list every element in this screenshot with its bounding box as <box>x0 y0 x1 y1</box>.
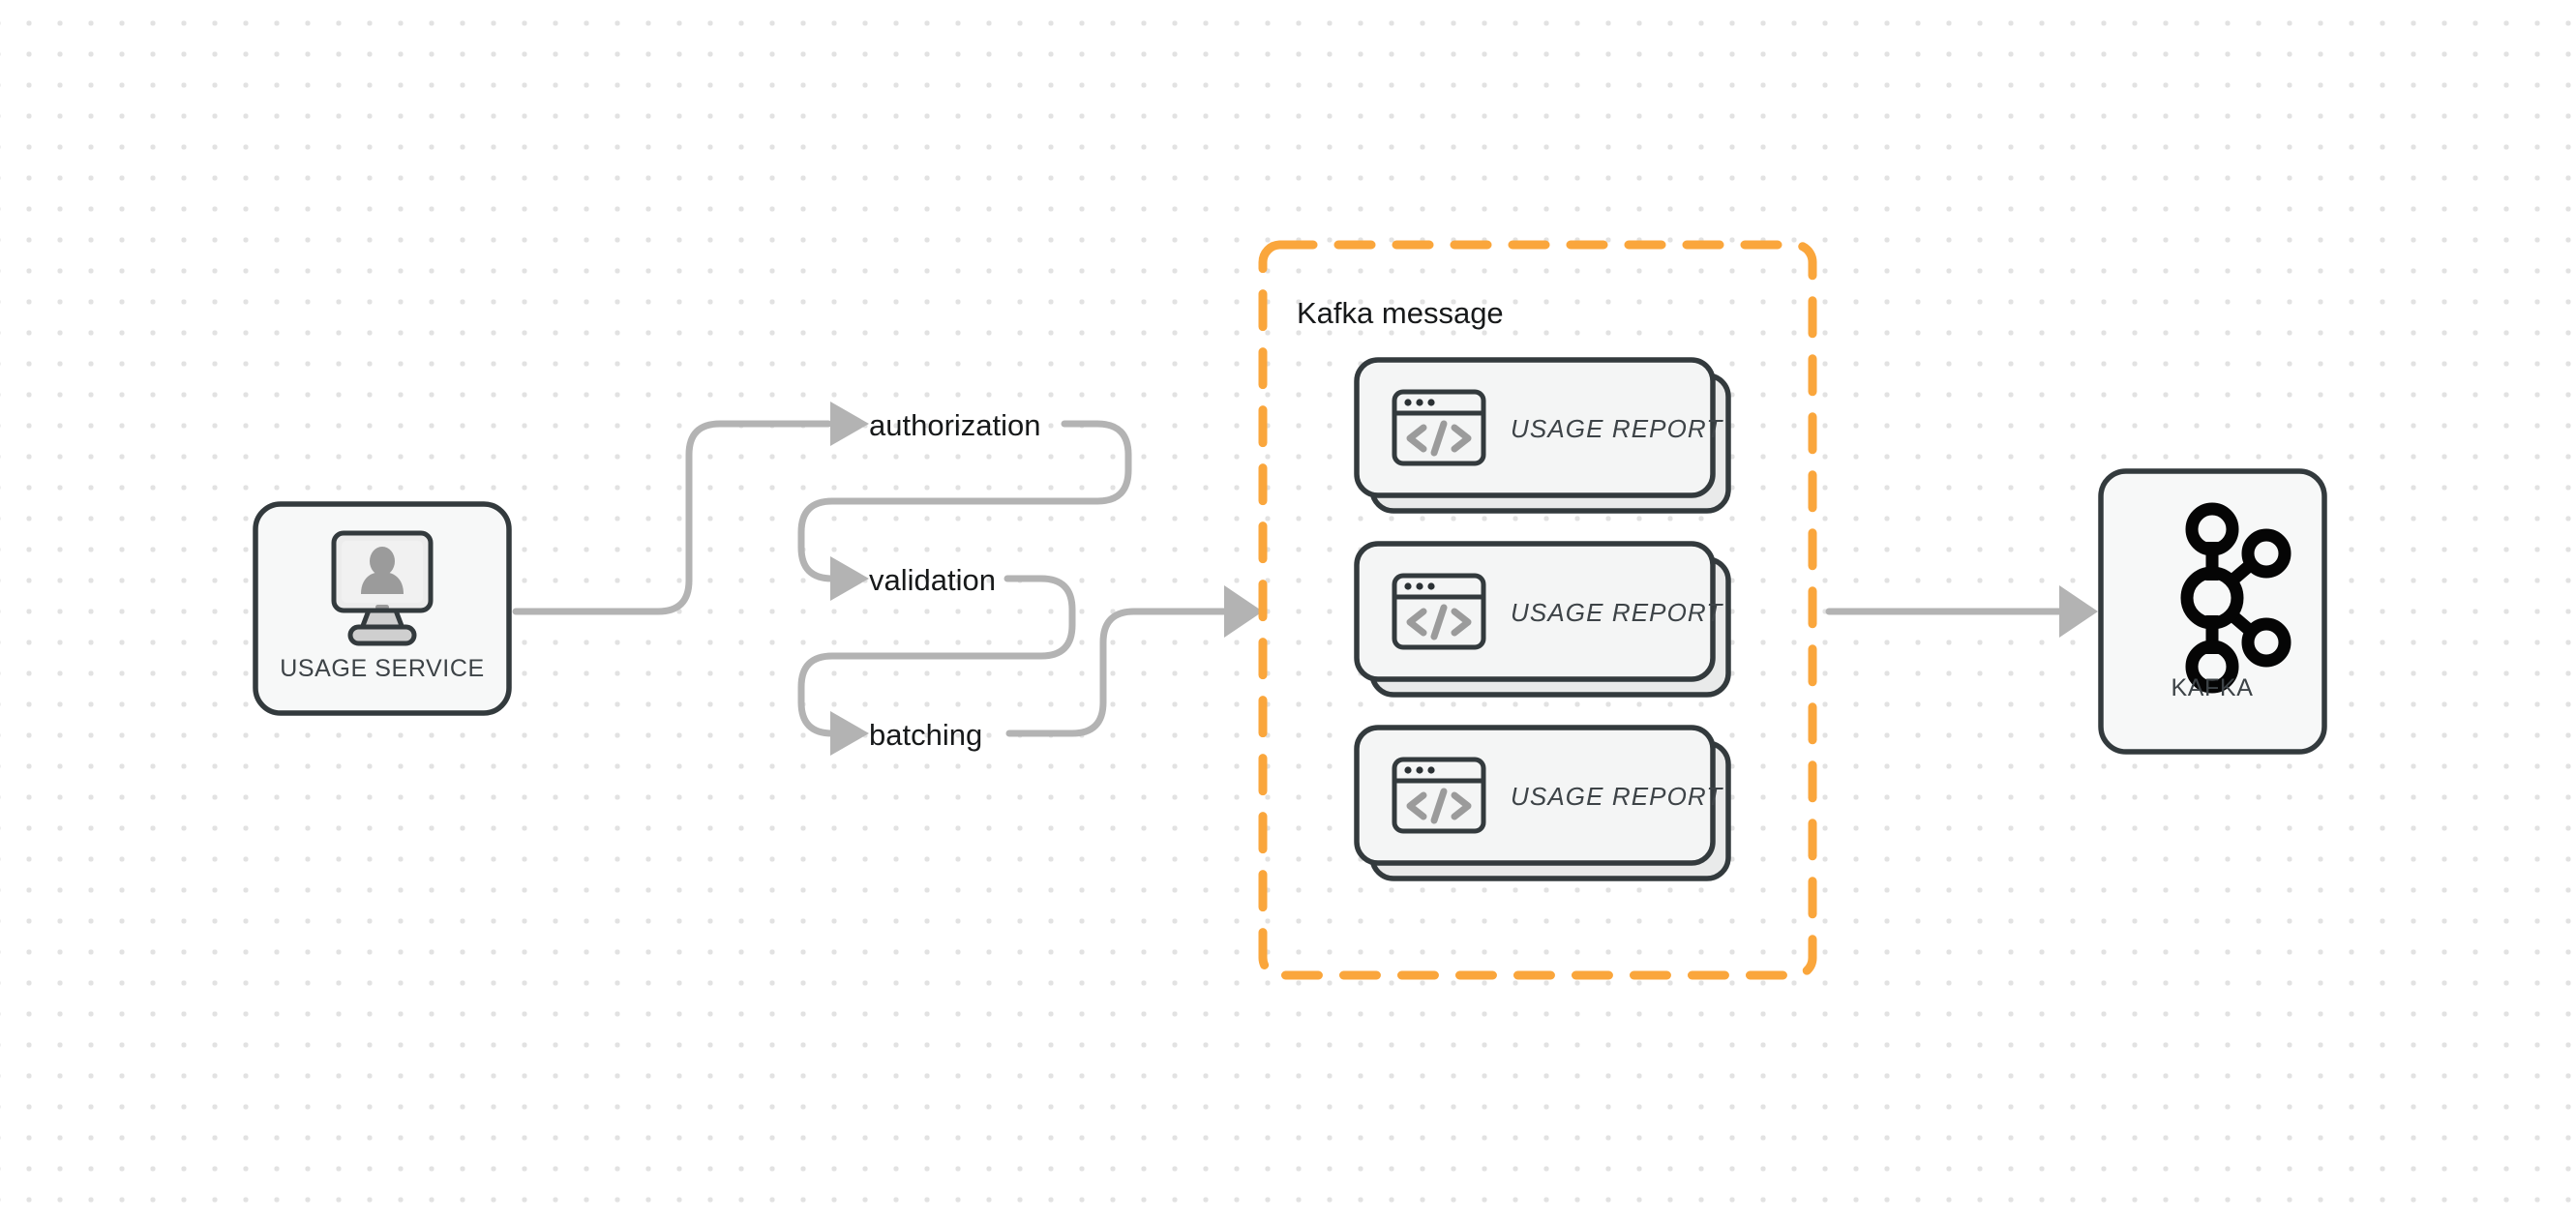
edge-batching-to-kafka-message <box>1005 585 1263 737</box>
card-usage-report-2[interactable]: USAGE REPORT <box>1354 541 1731 698</box>
arrow-head-batching <box>830 711 869 756</box>
edge-usage-service-to-authorization <box>512 402 869 615</box>
code-window-icon <box>1392 573 1486 650</box>
code-window-icon <box>1392 389 1486 466</box>
monitor-user-icon <box>331 530 434 646</box>
kafka-label: KAFKA <box>2172 674 2254 701</box>
kafka-logo-icon <box>2180 502 2291 694</box>
step-label-batching: batching <box>869 718 982 752</box>
kafka-message-title: Kafka message <box>1297 296 1504 330</box>
arrow-head-validation <box>830 556 869 601</box>
card-label-2: USAGE REPORT <box>1511 598 1723 627</box>
card-usage-report-3[interactable]: USAGE REPORT <box>1354 725 1731 881</box>
arrow-head-kafka <box>2059 585 2098 638</box>
card-label-1: USAGE REPORT <box>1511 414 1723 443</box>
node-usage-service[interactable]: USAGE SERVICE <box>253 501 512 716</box>
card-usage-report-1[interactable]: USAGE REPORT <box>1354 357 1731 514</box>
edge-kafka-message-to-kafka <box>1825 585 2098 638</box>
step-label-validation: validation <box>869 563 996 597</box>
arrow-head-kafka-message <box>1224 585 1263 638</box>
node-kafka[interactable]: KAFKA <box>2098 468 2327 755</box>
arrow-head-authorization <box>830 402 869 446</box>
step-label-authorization: authorization <box>869 408 1041 442</box>
edge-authorization-to-validation <box>797 420 1132 601</box>
card-label-3: USAGE REPORT <box>1511 782 1723 811</box>
group-kafka-message: Kafka message USAGE REPORT <box>1258 240 1817 980</box>
edge-validation-to-batching <box>797 575 1076 756</box>
code-window-icon <box>1392 757 1486 834</box>
kafka-message-frame <box>1258 240 1817 980</box>
usage-service-label: USAGE SERVICE <box>280 655 485 682</box>
